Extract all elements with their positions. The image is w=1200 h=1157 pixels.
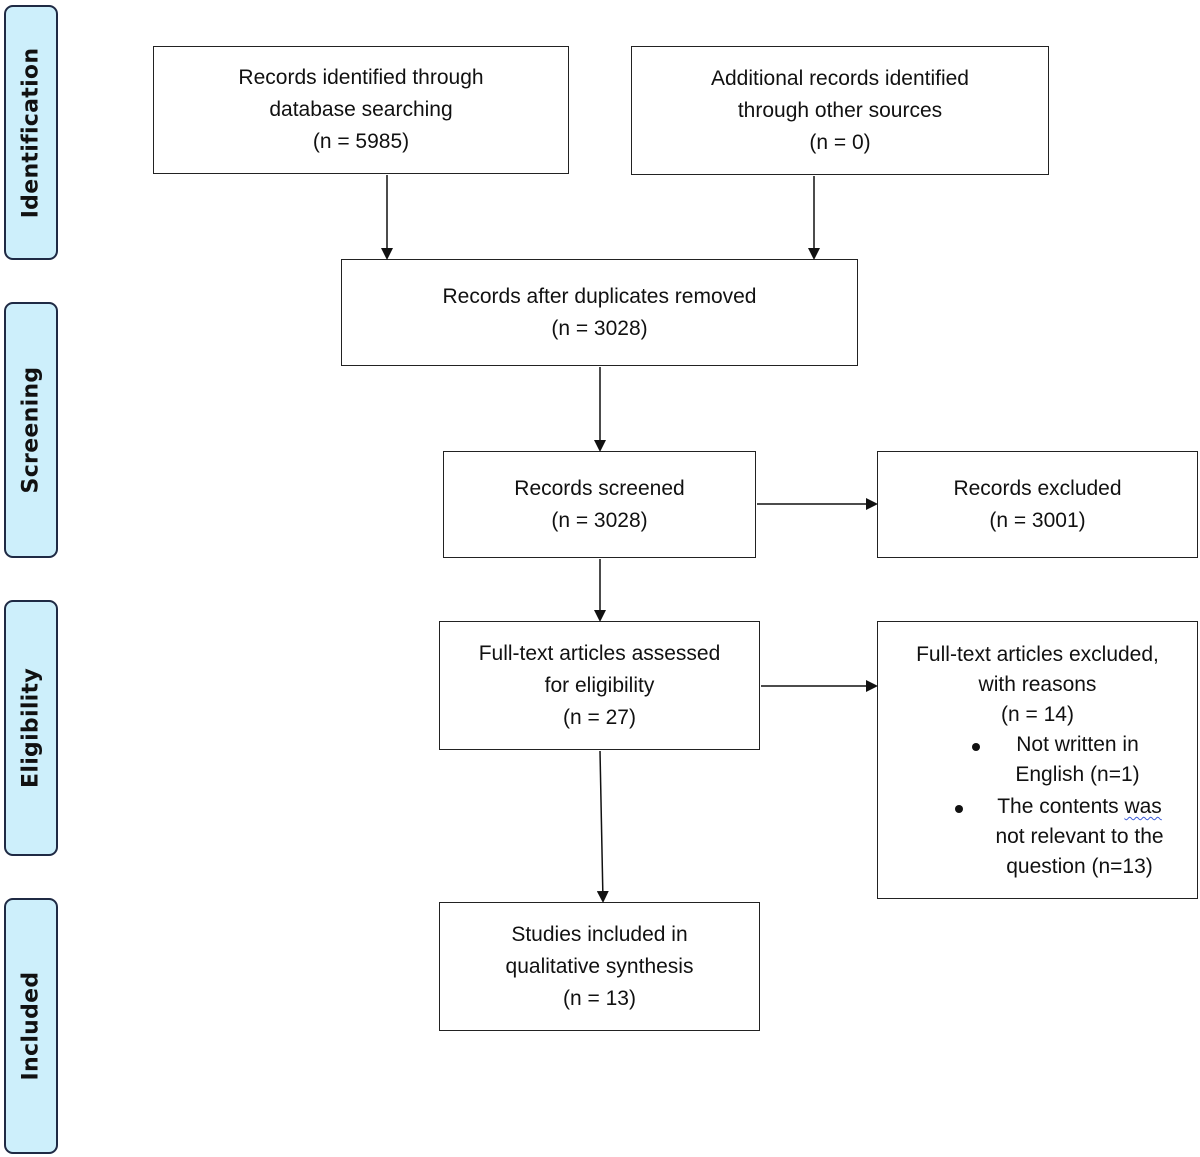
fulltext-excluded-line1: Full-text articles excluded,: [916, 643, 1159, 666]
fulltext-assessed-box: Full-text articles assessed for eligibil…: [439, 621, 760, 750]
stage-eligibility-label: Eligibility: [18, 668, 44, 788]
records-excluded-line1: Records excluded: [953, 476, 1122, 500]
other-sources-line2: through other sources: [737, 98, 943, 122]
stage-eligibility: Eligibility: [4, 600, 58, 856]
stage-included-label: Included: [18, 971, 44, 1081]
arrow-fulltext-to-included: [596, 750, 609, 903]
database-records-count: (n = 5985): [312, 130, 410, 153]
records-screened-box: Records screened (n = 3028): [443, 451, 756, 558]
studies-included-line2: qualitative synthesis: [505, 954, 694, 978]
studies-included-line1: Studies included in: [511, 922, 688, 946]
exclusion-reasons-list: Not written in English (n=1) The content…: [878, 730, 1197, 882]
exclusion-reason-2-line3: question (n=13): [1006, 855, 1153, 878]
other-sources-box: Additional records identified through ot…: [631, 46, 1049, 175]
stage-identification: Identification: [4, 5, 58, 260]
exclusion-reason-item: Not written in English (n=1): [878, 730, 1197, 790]
studies-included-count: (n = 13): [563, 986, 636, 1010]
exclusion-reason-2-line2: not relevant to the: [995, 825, 1164, 848]
bullet-icon: [955, 805, 963, 813]
duplicates-removed-box: Records after duplicates removed (n = 30…: [341, 259, 858, 366]
records-excluded-count: (n = 3001): [989, 508, 1086, 532]
duplicates-removed-line1: Records after duplicates removed: [442, 284, 757, 308]
database-records-line2: database searching: [269, 98, 453, 121]
fulltext-excluded-count: (n = 14): [1001, 703, 1074, 726]
exclusion-reason-1-line2: English (n=1): [1015, 763, 1140, 786]
stage-screening-label: Screening: [18, 366, 44, 494]
fulltext-assessed-line1: Full-text articles assessed: [478, 641, 721, 665]
records-screened-line1: Records screened: [514, 476, 685, 500]
other-sources-line1: Additional records identified: [711, 66, 969, 90]
fulltext-assessed-line2: for eligibility: [544, 673, 655, 697]
stage-screening: Screening: [4, 302, 58, 558]
exclusion-reason-1-line1: Not written in: [1016, 733, 1139, 756]
stage-included: Included: [4, 898, 58, 1154]
other-sources-count: (n = 0): [809, 130, 871, 154]
exclusion-reason-item: The contents was not relevant to the que…: [878, 792, 1197, 882]
bullet-icon: [972, 743, 980, 751]
records-screened-count: (n = 3028): [551, 508, 648, 532]
database-records-box: Records identified through database sear…: [153, 46, 569, 174]
fulltext-assessed-count: (n = 27): [563, 705, 636, 729]
duplicates-removed-count: (n = 3028): [551, 316, 648, 340]
exclusion-reason-2-line1: The contents was: [976, 792, 1183, 822]
fulltext-excluded-box: Full-text articles excluded, with reason…: [877, 621, 1198, 899]
fulltext-excluded-line2: with reasons: [978, 673, 1097, 696]
database-records-line1: Records identified through: [238, 66, 484, 89]
exclusion-reason-2-line1-text: The contents: [997, 795, 1125, 818]
spellcheck-underline-word: was: [1124, 795, 1162, 818]
stage-identification-label: Identification: [18, 47, 44, 218]
records-excluded-box: Records excluded (n = 3001): [877, 451, 1198, 558]
studies-included-box: Studies included in qualitative synthesi…: [439, 902, 760, 1031]
